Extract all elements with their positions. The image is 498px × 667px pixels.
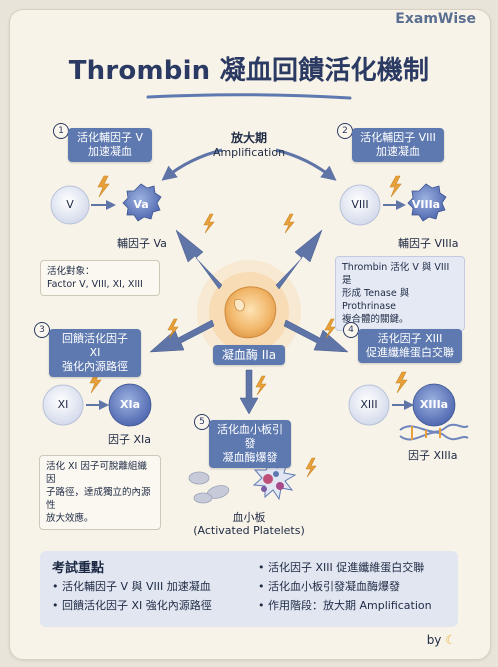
enzyme-label: 凝血酶 IIa — [213, 345, 285, 365]
factor-xiii-label: XIII — [360, 398, 378, 411]
phase-sublabel: Amplification — [212, 146, 286, 159]
cofactor-va-caption: 輔因子 Va — [117, 237, 167, 250]
exam-key-points-box — [40, 551, 458, 627]
platelets-caption-en: (Activated Platelets) — [193, 524, 305, 537]
intrinsic-amplification-note: 活化 XI 因子可脫離組織因子路徑，達成獨立的內源性放大效應。 — [39, 455, 161, 530]
factor-va-label: Va — [133, 198, 149, 211]
conversion-xiii — [348, 383, 469, 441]
arrow-to-va — [175, 229, 223, 290]
arrow-to-platelets — [239, 369, 259, 415]
section-number-1: 1 — [53, 123, 69, 139]
cofactor-viiia-caption: 輔因子 VIIIa — [398, 237, 459, 250]
phase-label: 放大期 — [230, 131, 267, 145]
platelets-caption: 血小板 — [232, 511, 266, 524]
section-number-3: 3 — [34, 322, 50, 338]
curved-arrow-right — [275, 148, 337, 181]
factor-v-label: V — [66, 198, 74, 211]
factor-xia-label: XIa — [120, 398, 140, 411]
arrow-to-viiia — [275, 229, 323, 290]
activation-targets-note: 活化對象：Factor V, VIII, XI, XIII — [40, 260, 160, 296]
tenase-note: Thrombin 活化 V 與 VIII 是形成 Tenase 與 Prothr… — [335, 256, 465, 331]
exam-point: • 回饋活化因子 XI 強化內源路徑 — [52, 599, 212, 612]
page-title: Thrombin 凝血回饋活化機制 — [68, 56, 430, 86]
section-5-title: 活化血小板引發凝血酶爆發 — [209, 420, 291, 468]
exam-point: • 活化因子 XIII 促進纖維蛋白交聯 — [258, 561, 425, 574]
exam-point: • 活化輔因子 V 與 VIII 加速凝血 — [52, 580, 211, 593]
arrow-to-xia — [149, 319, 215, 353]
brand-logo: ExamWise — [395, 11, 476, 27]
arrow-to-xiiia — [283, 319, 349, 353]
conversion-viii — [339, 183, 447, 226]
exam-point: • 作用階段：放大期 Amplification — [258, 599, 432, 612]
section-number-2: 2 — [337, 123, 353, 139]
conversion-v — [50, 183, 162, 225]
platelets-illustration — [188, 456, 297, 504]
conversion-xi — [42, 383, 152, 427]
byline: by ☾ — [426, 633, 456, 647]
feedback-arrows — [149, 229, 349, 415]
title-underline — [146, 93, 352, 100]
banana-icon: ☾ — [445, 633, 456, 647]
exam-point: • 活化血小板引發凝血酶爆發 — [258, 580, 400, 593]
exam-title: 考試重點 — [52, 561, 105, 576]
factor-viiia-label: VIIIa — [411, 198, 441, 211]
curved-arrow-left — [161, 148, 223, 181]
factor-xia-caption: 因子 XIa — [108, 433, 152, 446]
spark-icons — [89, 175, 408, 478]
thrombin-enzyme-illustration — [197, 260, 301, 364]
section-number-4: 4 — [343, 322, 359, 338]
factor-xiiia-caption: 因子 XIIIa — [408, 449, 458, 462]
factor-viii-label: VIII — [351, 198, 369, 211]
factor-xi-label: XI — [57, 398, 69, 411]
section-number-5: 5 — [194, 414, 210, 430]
factor-xiiia-label: XIIIa — [419, 398, 449, 411]
